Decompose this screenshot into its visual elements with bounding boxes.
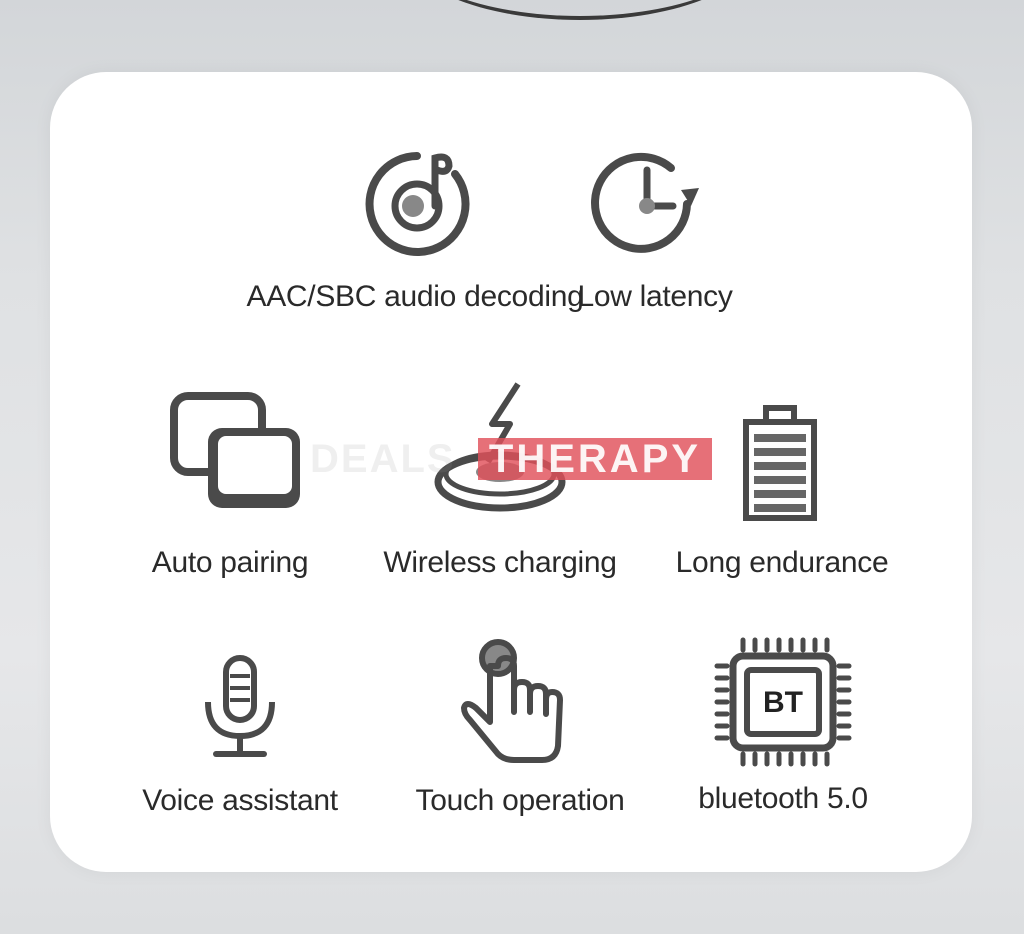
wireless-charging-pad-icon — [434, 382, 566, 512]
feature-audio-decoding: AAC/SBC audio decoding — [240, 144, 590, 324]
feature-bluetooth: BT bluetooth 5.0 — [668, 634, 898, 830]
feature-label: Auto pairing — [151, 546, 309, 579]
feature-auto-pairing: Auto pairing — [120, 390, 340, 590]
touch-hand-icon — [461, 639, 563, 763]
feature-label: Wireless charging — [383, 546, 617, 579]
music-disc-icon — [365, 152, 470, 256]
product-edge-decoration — [400, 0, 760, 20]
chip-label: BT — [763, 686, 803, 719]
feature-label: Long endurance — [675, 546, 889, 579]
pairing-windows-icon — [170, 392, 300, 508]
microphone-icon — [205, 655, 275, 757]
feature-long-endurance: Long endurance — [658, 404, 906, 590]
feature-low-latency: Low latency — [555, 144, 755, 324]
feature-card: AAC/SBC audio decoding Low latency Auto … — [50, 72, 972, 872]
battery-icon — [743, 405, 817, 521]
feature-wireless-charging: Wireless charging — [370, 378, 630, 590]
feature-label: AAC/SBC audio decoding — [246, 280, 584, 313]
clock-refresh-icon — [591, 152, 699, 253]
feature-label: Voice assistant — [142, 784, 338, 817]
feature-touch-operation: Touch operation — [400, 636, 640, 830]
feature-label: bluetooth 5.0 — [698, 782, 868, 815]
bt-chip-icon: BT — [714, 637, 852, 767]
feature-voice-assistant: Voice assistant — [120, 654, 360, 830]
feature-label: Touch operation — [415, 784, 625, 817]
feature-label: Low latency — [577, 280, 733, 313]
